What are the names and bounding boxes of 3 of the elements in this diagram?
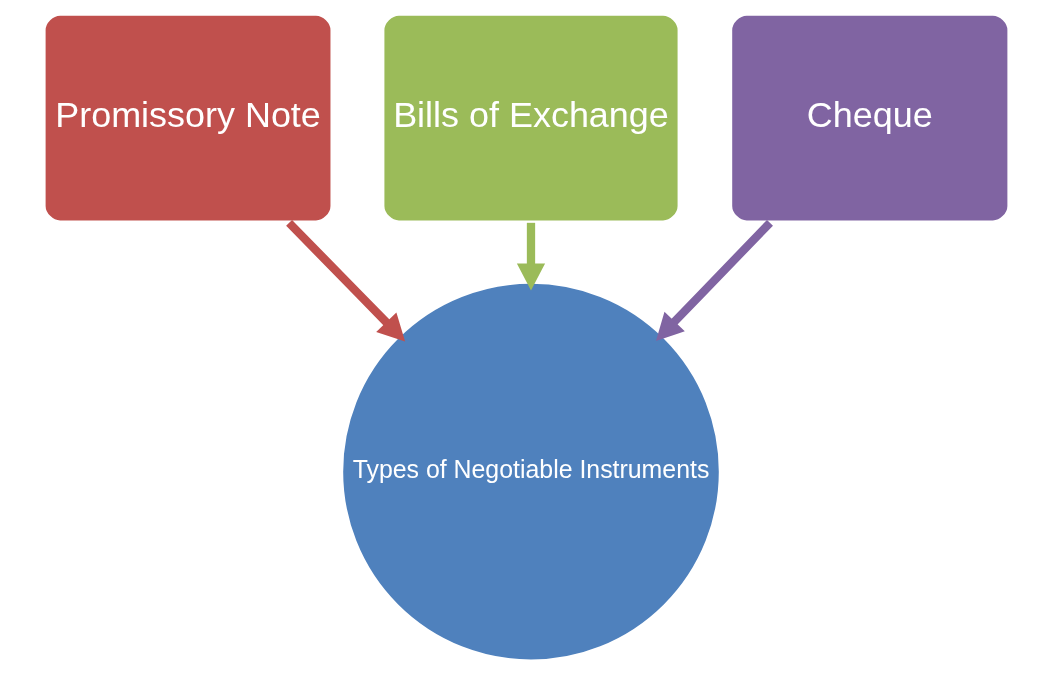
arrow	[655, 219, 773, 341]
arrow	[516, 222, 546, 291]
arrow	[286, 219, 406, 342]
